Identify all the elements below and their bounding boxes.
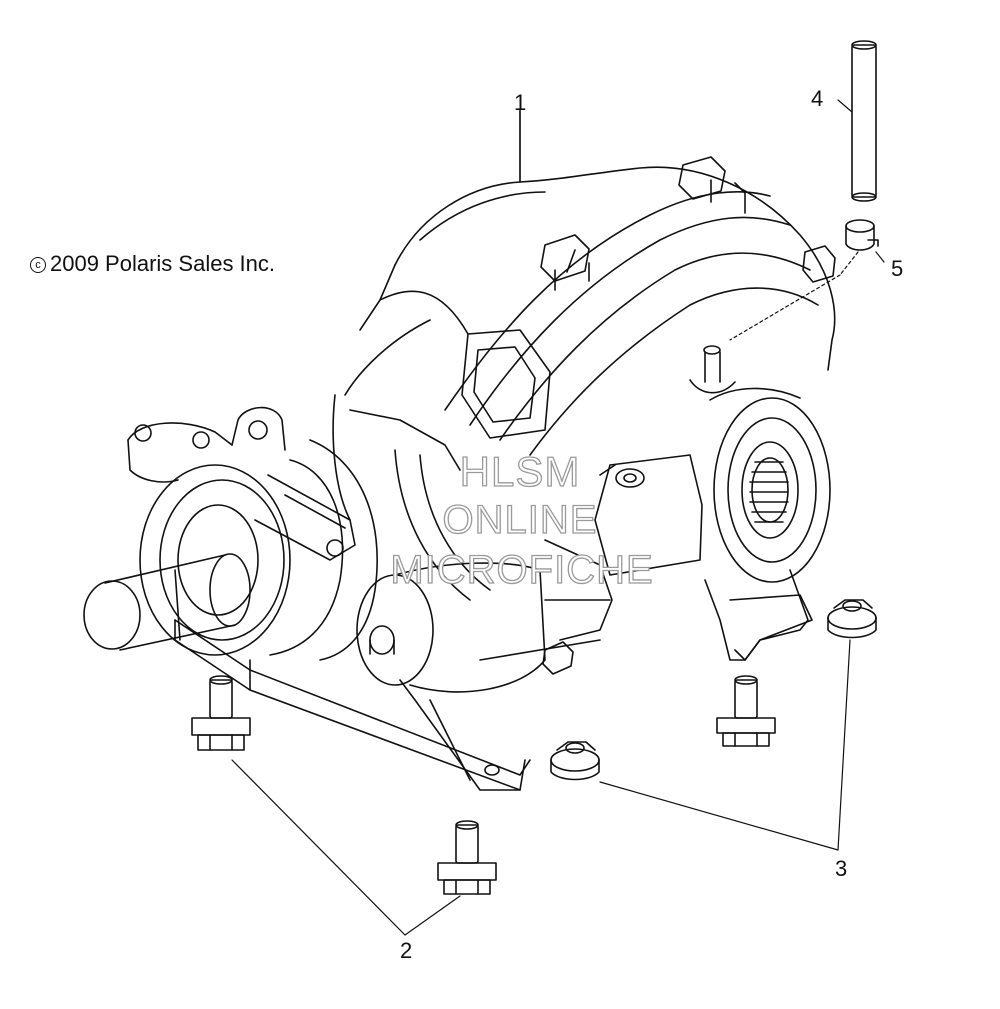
copyright-symbol: c — [30, 257, 46, 273]
mount-bolt — [191, 675, 251, 751]
right-mount-foot — [729, 594, 813, 661]
callout-1: 1 — [514, 90, 527, 115]
mount-bolt — [437, 820, 497, 895]
callout-2: 2 — [400, 938, 413, 963]
breather-tube — [851, 40, 877, 202]
callout-4: 4 — [811, 86, 824, 111]
gearcase-housing — [332, 109, 836, 661]
watermark-line-2: ONLINE — [442, 497, 598, 542]
top-bolts — [540, 156, 836, 291]
watermark-line-3: MICROFICHE — [390, 547, 654, 592]
mount-bolt — [716, 675, 776, 747]
callout-3: 3 — [835, 856, 848, 881]
copyright-text: 2009 Polaris Sales Inc. — [50, 251, 276, 276]
hose-clamp — [845, 219, 879, 251]
callout-5: 5 — [891, 256, 904, 281]
leader-lines — [231, 99, 885, 936]
flange-nut — [827, 599, 877, 639]
watermark-line-1: HLSM — [459, 447, 581, 495]
flange-nut — [550, 741, 600, 781]
actuator-motor — [356, 562, 601, 791]
